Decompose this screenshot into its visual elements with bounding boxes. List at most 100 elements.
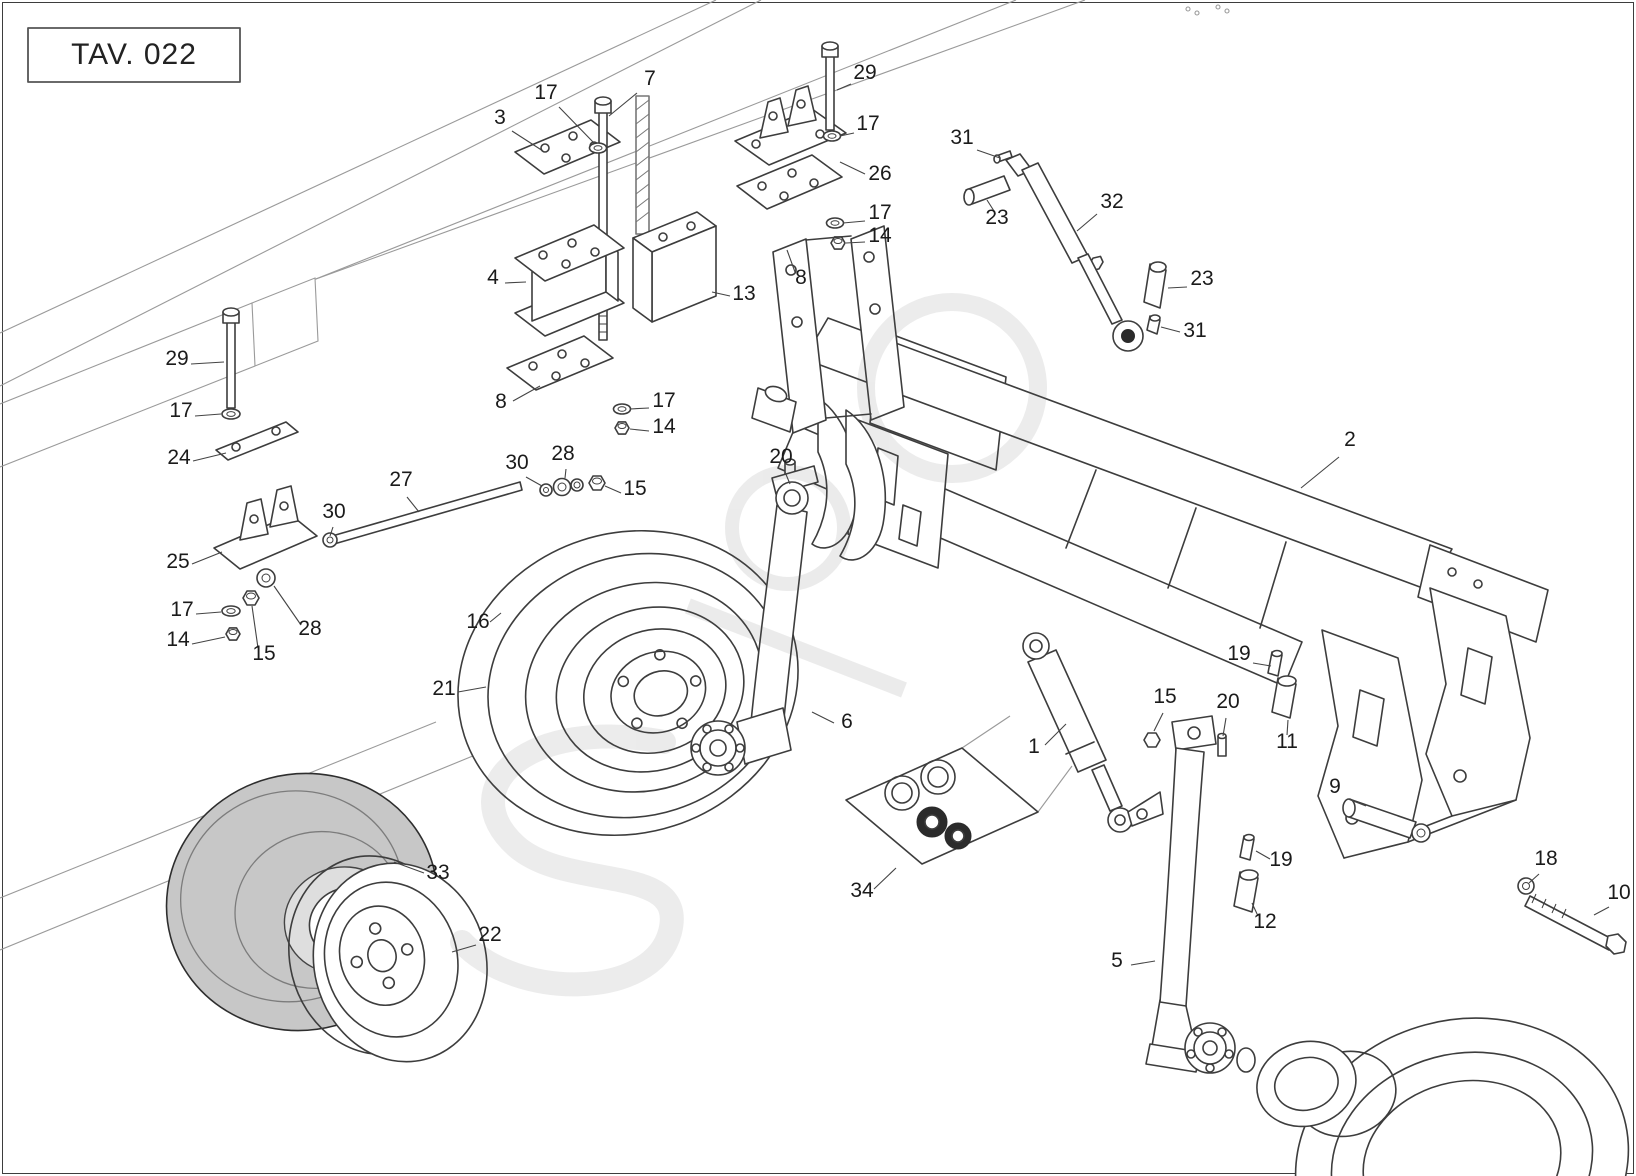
part-wheel-bottom-right [1256, 1017, 1630, 1176]
callout-leader-14 [191, 636, 226, 645]
callout-label-33: 33 [426, 861, 449, 884]
callout-leader-15 [251, 605, 259, 649]
callout-label-1: 1 [1028, 735, 1040, 758]
callout-leader-23 [986, 199, 995, 212]
part-plate-8-lower [506, 335, 632, 435]
callout-leader-14 [845, 241, 866, 244]
callout-label-30: 30 [505, 451, 528, 474]
callout-leader-17 [195, 611, 222, 615]
callout-leader-17 [194, 413, 222, 417]
callout-leader-34 [873, 867, 897, 890]
callout-label-31: 31 [950, 126, 973, 149]
part-bar-24 [215, 421, 299, 461]
callout-leader-28 [273, 585, 302, 626]
part-plate-8-top [736, 154, 846, 250]
callout-label-27: 27 [389, 468, 412, 491]
callout-label-22: 22 [478, 923, 501, 946]
title-block: TAV. 022 [27, 27, 241, 83]
callout-label-14: 14 [166, 628, 190, 651]
callout-leader-32 [1076, 213, 1098, 232]
part-bolt-29-right [821, 41, 842, 142]
callout-label-20: 20 [1216, 690, 1239, 713]
callout-label-2: 2 [1344, 428, 1356, 451]
callout-label-14: 14 [868, 224, 892, 247]
callout-label-19: 19 [1227, 642, 1250, 665]
callout-label-5: 5 [1111, 949, 1123, 972]
callout-leader-8 [512, 385, 541, 402]
callout-label-17: 17 [170, 598, 193, 621]
part-bracket-25 [213, 485, 318, 570]
callout-leader-5 [1130, 960, 1156, 966]
part-turnbuckle-32 [963, 150, 1167, 352]
callout-leader-28 [564, 468, 567, 479]
callout-leader-19 [1252, 662, 1272, 667]
callout-leader-17 [629, 407, 650, 410]
callout-leader-9 [1347, 798, 1367, 807]
callout-leader-33 [393, 861, 425, 874]
part-bolt-7 [588, 96, 612, 341]
callout-label-12: 12 [1253, 910, 1276, 933]
beam-hatch-detail [635, 95, 650, 235]
callout-leader-29 [190, 361, 225, 365]
callout-label-28: 28 [551, 442, 574, 465]
drawing-title: TAV. 022 [71, 38, 197, 71]
callout-leader-30 [525, 476, 543, 487]
callout-label-17: 17 [856, 112, 879, 135]
callout-leader-27 [406, 496, 420, 513]
callout-label-20: 20 [769, 445, 792, 468]
callout-label-16: 16 [466, 610, 489, 633]
callout-label-26: 26 [868, 162, 891, 185]
part-bolt-29-left [221, 307, 241, 420]
callout-leader-31 [976, 149, 1001, 159]
callout-label-17: 17 [868, 201, 891, 224]
callout-label-11: 11 [1276, 730, 1298, 753]
callout-label-23: 23 [985, 206, 1008, 229]
part-main-frame-2 [751, 225, 1549, 859]
part-pin-11 [1271, 675, 1297, 719]
callout-leader-4 [504, 281, 527, 284]
callout-leader-10 [1593, 906, 1610, 916]
callout-label-29: 29 [853, 61, 876, 84]
callout-leader-6 [811, 711, 835, 724]
callout-label-8: 8 [495, 390, 507, 413]
callout-label-23: 23 [1190, 267, 1213, 290]
callout-leader-31 [1160, 326, 1181, 333]
part-pin-12 [1233, 869, 1259, 913]
callout-label-17: 17 [169, 399, 192, 422]
callout-label-29: 29 [165, 347, 188, 370]
callout-leader-16 [489, 612, 502, 623]
callout-leader-13 [711, 291, 731, 297]
callout-label-13: 13 [732, 282, 755, 305]
callout-leader-23 [1167, 286, 1188, 289]
callout-leader-15 [1153, 712, 1164, 732]
part-arm-5 [1127, 715, 1256, 1074]
callout-leader-1 [1044, 723, 1067, 746]
callout-leader-26 [839, 161, 866, 175]
callout-leader-8 [786, 249, 796, 273]
part-plate-stack-4 [514, 224, 625, 337]
callout-label-3: 3 [494, 106, 506, 129]
callout-leader-19 [1255, 850, 1271, 860]
callout-leader-17 [842, 220, 866, 224]
callout-leader-20 [784, 471, 791, 485]
part-hardware-left [221, 568, 276, 641]
callout-label-25: 25 [166, 550, 189, 573]
part-channel-13 [632, 211, 717, 323]
callout-label-8: 8 [795, 266, 807, 289]
callout-label-15: 15 [1153, 685, 1176, 708]
callout-leader-25 [191, 551, 223, 565]
callout-leader-17 [839, 132, 855, 137]
callout-leader-24 [192, 452, 227, 462]
callout-label-18: 18 [1534, 847, 1557, 870]
callout-leader-30 [329, 526, 334, 537]
part-swing-arm-6 [690, 458, 819, 776]
part-cylinder-1 [1022, 632, 1133, 833]
callout-label-21: 21 [432, 677, 455, 700]
part-seal-kit-34 [845, 715, 1073, 865]
callout-label-19: 19 [1269, 848, 1292, 871]
callout-leader-14 [629, 428, 650, 432]
